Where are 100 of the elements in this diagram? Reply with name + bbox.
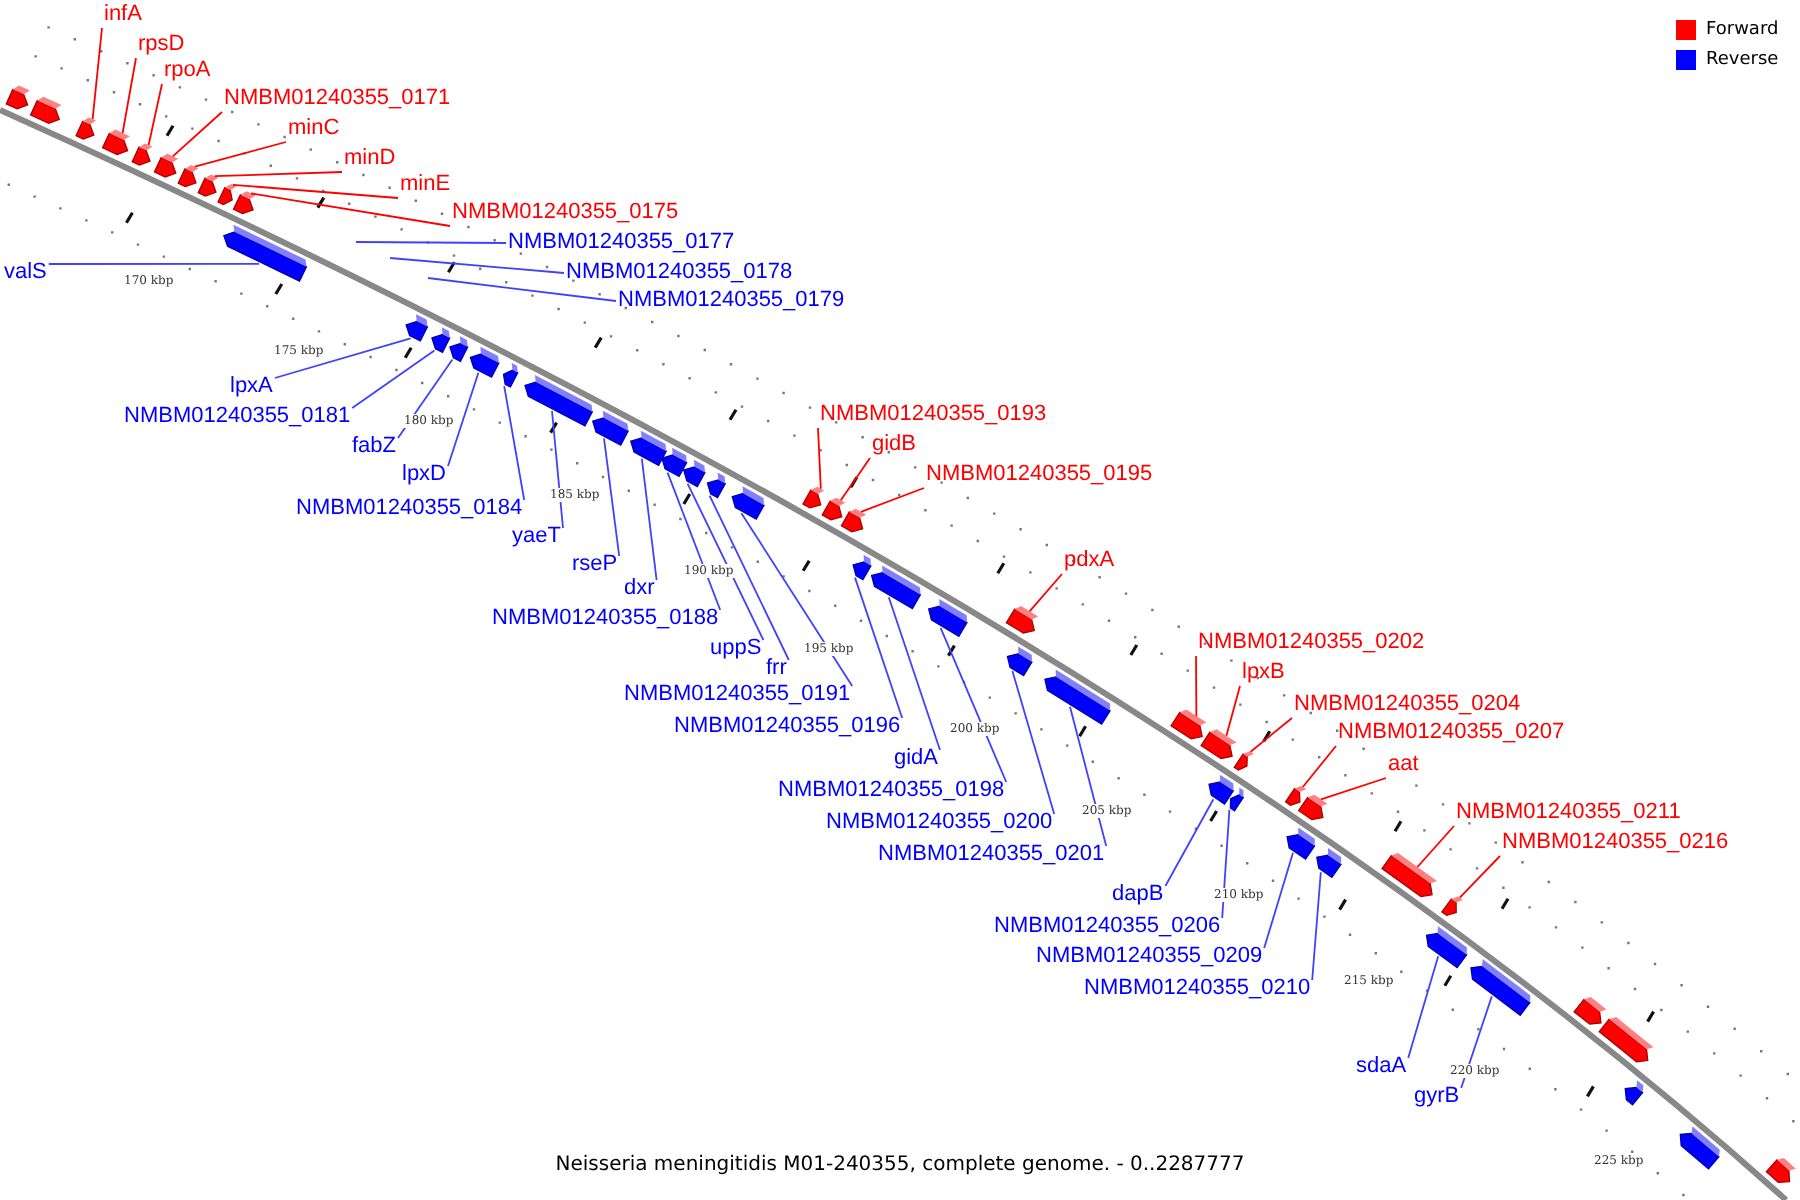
gene-block: [591, 410, 630, 446]
gene-label: NMBM01240355_0209: [1036, 944, 1263, 970]
leader-line: [503, 385, 526, 501]
gene-block: [1425, 926, 1468, 969]
gene-label: NMBM01240355_0177: [508, 230, 735, 256]
gene-block: [706, 472, 727, 499]
leader-line: [708, 494, 790, 661]
gene-label: NMBM01240355_0211: [1456, 800, 1681, 826]
leader-line: [839, 457, 871, 502]
leader-line: [1164, 798, 1215, 887]
leader-line: [1011, 670, 1056, 815]
gene-block: [131, 143, 153, 166]
gene-label: rpoA: [164, 58, 211, 84]
leader-line: [1460, 995, 1493, 1089]
legend-label: Forward: [1706, 20, 1779, 42]
gene-block: [1441, 896, 1463, 917]
gene-label: NMBM01240355_0181: [124, 404, 351, 430]
gene-label: NMBM01240355_0207: [1338, 720, 1565, 746]
gene-block: [1573, 997, 1607, 1025]
leader-line: [854, 576, 904, 719]
gene-block: [1233, 751, 1254, 771]
leader-line: [1311, 871, 1322, 981]
leader-line: [147, 83, 163, 146]
gene-block: [153, 153, 179, 178]
gene-block: [502, 362, 519, 388]
gene-block: [1170, 709, 1207, 740]
leader-line: [1221, 808, 1231, 919]
gene-block: [232, 191, 256, 215]
gene-label: NMBM01240355_0179: [618, 288, 845, 314]
gene-block: [75, 117, 97, 140]
leader-line: [250, 192, 451, 227]
leader-line: [1458, 855, 1501, 899]
gene-label: uppS: [710, 636, 762, 662]
leader-line: [817, 427, 822, 490]
gene-block: [1470, 959, 1531, 1017]
gene-block: [1229, 787, 1245, 812]
gene-label: minC: [288, 116, 340, 142]
legend-label: Reverse: [1706, 50, 1779, 72]
gene-label: lpxD: [402, 462, 447, 488]
leader-line: [887, 596, 941, 751]
leader-line: [860, 487, 925, 513]
gene-block: [5, 85, 30, 110]
gene-block: [405, 314, 429, 342]
gene-block: [431, 327, 451, 354]
gene-block: [1765, 1158, 1796, 1184]
gene-label: gidA: [894, 746, 939, 772]
gene-block: [197, 174, 219, 197]
gene-label: NMBM01240355_0196: [674, 714, 901, 740]
leader-line: [939, 626, 1008, 783]
gene-block: [852, 554, 872, 581]
gene-label: NMBM01240355_0191: [624, 682, 851, 708]
gene-label: rseP: [572, 552, 618, 578]
gene-label: sdaA: [1356, 1054, 1407, 1080]
leader-line: [1407, 955, 1440, 1059]
leader-line: [447, 371, 480, 467]
gene-label: aat: [1388, 752, 1419, 778]
gene-label: NMBM01240355_0188: [492, 606, 719, 632]
leader-line: [1301, 745, 1337, 788]
gene-label: NMBM01240355_0210: [1084, 976, 1311, 1002]
gene-block: [1005, 606, 1039, 634]
leader-line: [389, 257, 565, 274]
gene-block: [1316, 847, 1342, 879]
gene-label: NMBM01240355_0184: [296, 496, 523, 522]
gene-block: [223, 224, 308, 282]
gene-label: NMBM01240355_0206: [994, 914, 1221, 940]
gene-label: valS: [4, 260, 47, 286]
gene-block: [821, 497, 846, 521]
leader-line: [1225, 685, 1241, 737]
leader-line: [1195, 655, 1198, 718]
gene-label: NMBM01240355_0201: [878, 842, 1105, 868]
leader-line: [1028, 573, 1063, 613]
gene-block: [469, 346, 500, 379]
leader-line: [686, 482, 765, 641]
leader-line: [1249, 717, 1293, 753]
gene-label: NMBM01240355_0171: [224, 86, 451, 112]
gene-label: rpsD: [138, 32, 185, 58]
gene-label: NMBM01240355_0178: [566, 260, 793, 286]
gene-block: [1286, 827, 1316, 860]
gene-block: [630, 430, 668, 467]
leader-line: [231, 183, 399, 199]
gene-block: [1679, 1126, 1720, 1170]
gene-label: yaeT: [512, 524, 561, 550]
gene-block: [524, 374, 594, 427]
gene-block: [1044, 669, 1111, 726]
leader-line: [1263, 851, 1294, 949]
gene-block: [1284, 785, 1307, 806]
gene-label: NMBM01240355_0216: [1502, 830, 1729, 856]
leader-line: [666, 471, 722, 611]
leader-line: [273, 337, 412, 379]
leader-line: [603, 437, 621, 557]
leader-line: [1416, 825, 1455, 868]
gene-block: [101, 129, 130, 156]
gene-block: [840, 508, 867, 533]
leader-line: [740, 512, 854, 687]
leader-line: [171, 111, 223, 158]
leader-line: [91, 27, 103, 121]
gene-label: pdxA: [1064, 548, 1115, 574]
gene-label: NMBM01240355_0195: [926, 462, 1153, 488]
gene-block: [682, 459, 706, 488]
gene-block: [1208, 774, 1235, 805]
